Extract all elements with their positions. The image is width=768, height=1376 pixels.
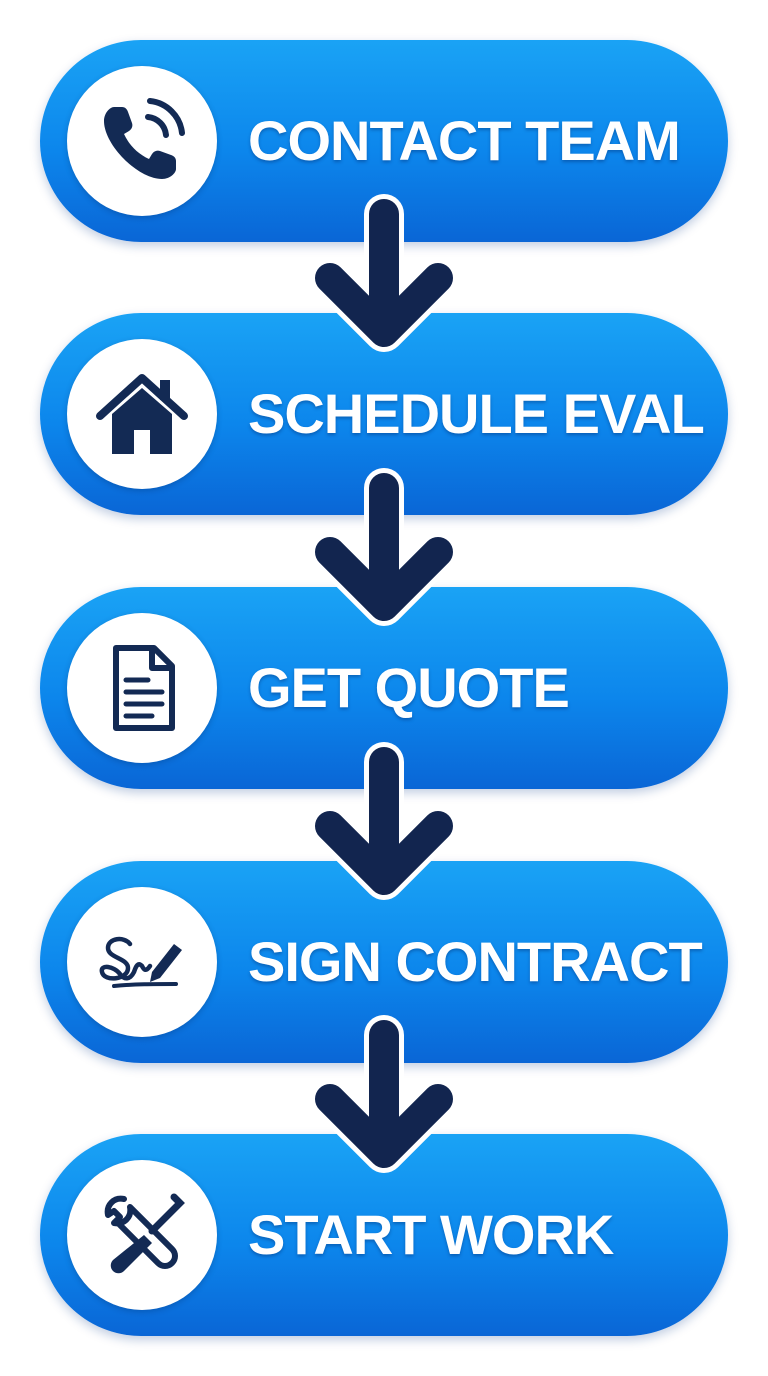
icon-badge <box>67 613 217 763</box>
arrow-down-icon <box>310 1015 458 1173</box>
signature-icon <box>99 936 182 988</box>
step-label: SCHEDULE EVAL <box>248 382 705 445</box>
icon-badge <box>67 887 217 1037</box>
arrow-down-icon <box>310 194 458 352</box>
tools-icon <box>104 1193 185 1274</box>
icon-badge <box>67 66 217 216</box>
house-icon <box>96 374 188 454</box>
step-label: SIGN CONTRACT <box>248 930 703 993</box>
document-icon <box>113 645 175 731</box>
arrow-down-icon <box>310 742 458 900</box>
step-label: CONTACT TEAM <box>248 109 681 172</box>
step-label: START WORK <box>248 1203 614 1266</box>
icon-badge <box>67 339 217 489</box>
step-label: GET QUOTE <box>248 656 570 719</box>
phone-icon <box>104 98 185 179</box>
icon-badge <box>67 1160 217 1310</box>
arrow-down-icon <box>310 468 458 626</box>
